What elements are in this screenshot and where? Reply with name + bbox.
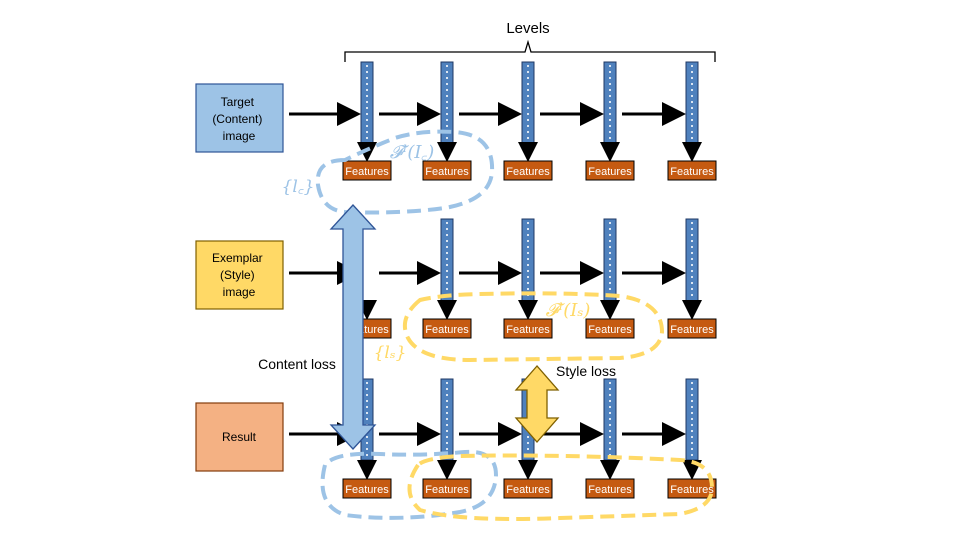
style-feature-label: Features	[588, 324, 632, 336]
content-feature-box	[342, 160, 392, 181]
content-feature-label: Features	[588, 166, 632, 178]
content-layer-column-icon	[603, 61, 617, 149]
result-feature-box	[342, 478, 392, 499]
content-feature-label: Features	[345, 166, 389, 178]
content-feature-label: Features	[506, 166, 550, 178]
content-feature-box	[503, 160, 553, 181]
content-feature-box	[667, 160, 717, 181]
target-image-label: Target (Content) image	[212, 95, 265, 143]
levels-label: Levels	[506, 20, 549, 37]
style-loss-double-arrow-icon	[514, 365, 560, 443]
style-feature-box	[422, 318, 472, 339]
style-layer-column-icon	[685, 218, 699, 307]
result-feature-label: Features	[588, 484, 632, 496]
result-feature-label: Features	[345, 484, 389, 496]
style-feature-box	[667, 318, 717, 339]
content-layer-column-icon	[685, 61, 699, 149]
result-image-label: Result	[222, 430, 257, 444]
exemplar-image-box	[195, 240, 284, 310]
style-feature-label: Features	[670, 324, 714, 336]
style-features-math: 𝓕ˡ(Iₛ)	[546, 300, 591, 321]
result-content-dashed-outline	[320, 449, 499, 520]
levels-brace-icon	[344, 39, 716, 62]
content-feature-label: Features	[425, 166, 469, 178]
content-feature-box	[585, 160, 635, 181]
content-layer-column-icon	[440, 61, 454, 149]
style-layer-column-icon	[603, 218, 617, 307]
style-layer-column-icon	[440, 218, 454, 307]
style-feature-label: Features	[506, 324, 550, 336]
content-loss-label: Content loss	[258, 356, 336, 372]
content-feature-label: Features	[670, 166, 714, 178]
target-image-box	[195, 83, 284, 153]
content-feature-box	[422, 160, 472, 181]
result-feature-box	[422, 478, 472, 499]
style-feature-label: Features	[425, 324, 469, 336]
content-layer-column-icon	[360, 61, 374, 149]
result-feature-box	[585, 478, 635, 499]
result-style-dashed-outline	[407, 453, 715, 521]
result-feature-box	[503, 478, 553, 499]
style-loss-label: Style loss	[556, 363, 616, 379]
content-features-dashed-outline	[315, 129, 495, 215]
content-loss-double-arrow-icon	[329, 204, 377, 450]
style-features-dashed-outline	[403, 291, 665, 363]
result-feature-label: Features	[425, 484, 469, 496]
result-feature-box	[667, 478, 717, 499]
result-feature-label: Features	[670, 484, 714, 496]
content-features-math: 𝓕ˡ(I꜀)	[390, 142, 435, 163]
result-image-box	[195, 402, 284, 472]
result-feature-label: Features	[506, 484, 550, 496]
style-feature-box	[585, 318, 635, 339]
exemplar-image-label: Exemplar (Style) image	[212, 251, 266, 299]
content-layer-set-math: {l꜀}	[282, 177, 315, 197]
content-layer-column-icon	[521, 61, 535, 149]
style-layer-set-math: {lₛ}	[374, 343, 407, 363]
style-feature-box	[503, 318, 553, 339]
